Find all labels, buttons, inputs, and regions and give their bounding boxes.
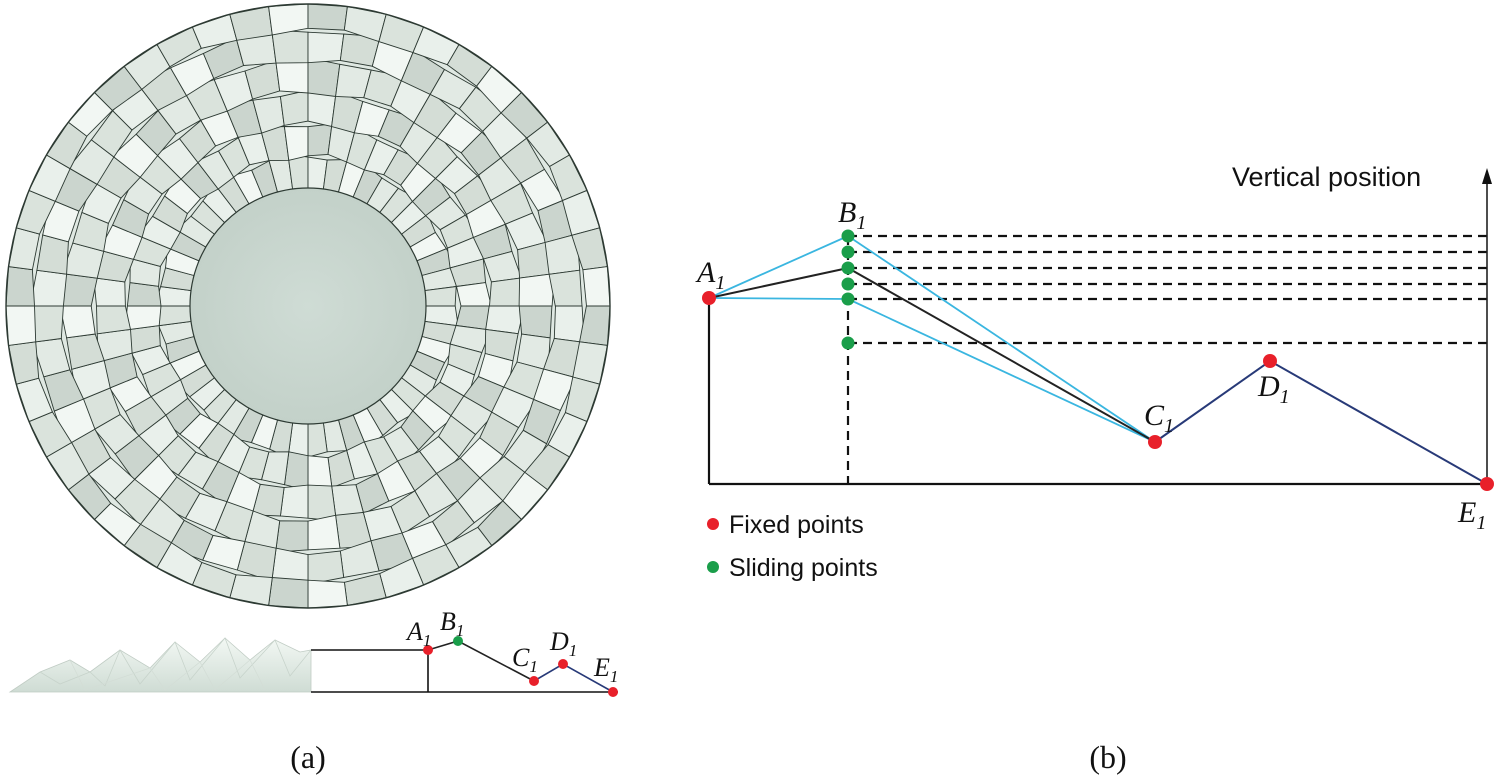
point-a <box>702 291 716 305</box>
vertical-axis-arrow <box>1482 168 1492 184</box>
circular-mesh <box>5 3 611 609</box>
sliding-point-6 <box>841 336 855 350</box>
point-d-small <box>558 659 568 669</box>
label-c: C1 <box>1144 399 1174 437</box>
label-e-small: E1 <box>593 653 618 686</box>
point-a-small <box>423 645 433 655</box>
label-d: D1 <box>1257 370 1290 408</box>
label-a-small: A1 <box>405 617 431 650</box>
point-c <box>1148 435 1162 449</box>
label-b: B1 <box>838 196 866 234</box>
axis-label-vertical-position: Vertical position <box>1232 162 1421 192</box>
terrain-cross-section <box>8 637 312 693</box>
point-c-small <box>529 676 539 686</box>
label-b-small: B1 <box>440 607 464 640</box>
sliding-point-3 <box>841 261 855 275</box>
label-d-small: D1 <box>549 627 577 660</box>
label-e: E1 <box>1457 496 1486 534</box>
legend-sliding-label: Sliding points <box>729 554 878 582</box>
legend-fixed-label: Fixed points <box>729 511 864 539</box>
label-c-small: C1 <box>512 643 538 676</box>
sliding-point-4 <box>841 277 855 291</box>
label-a: A1 <box>695 256 725 294</box>
caption-b: (b) <box>1089 739 1126 775</box>
sliding-point-5 <box>841 292 855 306</box>
sliding-point-2 <box>841 245 855 259</box>
legend-fixed-marker <box>707 518 719 530</box>
point-e <box>1480 477 1494 491</box>
point-d <box>1263 354 1277 368</box>
point-b-small <box>453 636 463 646</box>
legend-sliding-marker <box>707 561 719 573</box>
caption-a: (a) <box>290 739 326 775</box>
profile-small: A1 B1 C1 D1 E1 <box>311 607 618 697</box>
profile-large: A1 B1 C1 D1 E1 Vertical position <box>695 162 1494 534</box>
point-e-small <box>608 687 618 697</box>
sliding-point-1 <box>841 229 855 243</box>
legend: Fixed points Sliding points <box>707 511 878 582</box>
